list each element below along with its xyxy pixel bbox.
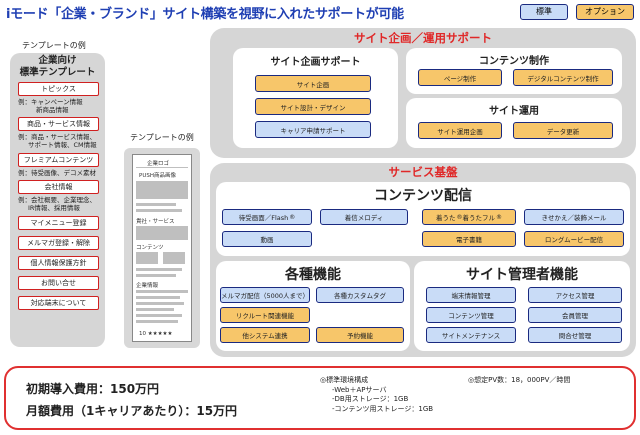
mock-contents: コンテンツ [136, 245, 164, 251]
pricing-panel [4, 366, 636, 430]
option-operation-planning: サイト運用企画 [418, 122, 502, 139]
standard-carrier-application: キャリア申請サポート [255, 121, 371, 138]
template-item-company: 会社情報 [18, 180, 99, 194]
environment-heading: ◎標準環境構成 [320, 376, 369, 384]
template-example-premium: 例：待受画像、デコメ素材 [18, 169, 103, 177]
standard-custom-tags: 各種カスタムタグ [316, 287, 404, 303]
option-chakuuta: 着うた®着うたフル® [422, 209, 516, 225]
environment-spec: ◎標準環境構成 -Web＋APサーバ -DB用ストレージ：1GB -コンテンツ用… [320, 376, 433, 414]
standard-access-management: アクセス管理 [528, 287, 622, 303]
environment-line: -コンテンツ用ストレージ：1GB [332, 404, 434, 413]
registered-mark: ® [456, 213, 463, 221]
option-system-integration: 他システム連携 [220, 327, 310, 343]
option-recruit: リクルート関連機能 [220, 307, 310, 323]
mock-push: PUSH商品画像 [139, 173, 176, 179]
planning-support-title: サイト企画サポート [270, 57, 361, 68]
mock-template-screen: 企業ロゴ PUSH商品画像 貴社・サービス コンテンツ 企業情報 10 ★★★★… [132, 154, 192, 342]
example-line: サポート情報、CM情報 [28, 141, 97, 149]
standard-template-heading: 企業向け 標準テンプレート [10, 55, 105, 79]
service-base-title: サービス基盤 [388, 165, 458, 179]
example-line: 例：商品・サービス情報、 [18, 133, 96, 141]
mock-company: 企業情報 [136, 283, 159, 289]
template-item-mailmag: メルマガ登録・解除 [18, 236, 99, 250]
standard-video: 動画 [222, 231, 312, 247]
standard-device-info: 端末情報管理 [426, 287, 516, 303]
standard-content-management: コンテンツ管理 [426, 307, 516, 323]
pill-label: 着うた [436, 214, 456, 222]
expected-pv: ◎想定PV数：18，000PV／時間 [468, 376, 571, 384]
template-example-label: テンプレートの例 [22, 41, 86, 50]
template-item-topics: トピックス [18, 82, 99, 96]
mock-business: 貴社・サービス [136, 219, 175, 225]
mock-example-label: テンプレートの例 [130, 133, 194, 142]
pill-label-2: 着うたフル [462, 214, 496, 222]
standard-wallpaper-flash: 待受画面／Flash® [222, 209, 312, 225]
option-site-planning: サイト企画 [255, 75, 371, 92]
template-item-devices: 対応端末について [18, 296, 99, 310]
option-long-movie: ロングムービー配信 [524, 231, 624, 247]
example-line: 例：待受画像、デコメ素材 [18, 169, 96, 177]
option-digital-content: デジタルコンテンツ制作 [513, 69, 613, 86]
example-line: 例：キャンペーン情報 [18, 98, 83, 106]
example-line: IR情報、採用情報 [28, 204, 80, 212]
template-item-privacy: 個人情報保護方針 [18, 256, 99, 270]
option-ebook: 電子書籍 [422, 231, 516, 247]
monthly-cost: 月額費用（1キャリアあたり）：15万円 [26, 404, 238, 418]
environment-line: -DB用ストレージ：1GB [332, 395, 409, 403]
pill-label: 着信メロディ [344, 214, 384, 222]
mock-footer: 10 ★★★★★ [139, 331, 173, 337]
registered-mark: ® [496, 213, 502, 221]
template-item-mymenu: マイメニュー登録 [18, 216, 99, 230]
template-example-products: 例：商品・サービス情報、 サポート情報、CM情報 [18, 133, 103, 149]
template-example-company: 例：会社概要、企業理念、 IR情報、採用情報 [18, 196, 103, 212]
standard-mail-magazine: メルマガ配信（5000人まで） [220, 287, 310, 303]
content-production-title: コンテンツ制作 [479, 56, 549, 67]
standard-inquiry-management: 問合せ管理 [528, 327, 622, 343]
pill-label: きせかえ／装飾メール [541, 214, 607, 222]
option-page-production: ページ制作 [418, 69, 502, 86]
admin-functions-title: サイト管理者機能 [466, 267, 578, 283]
mock-logo: 企業ロゴ [147, 161, 170, 167]
option-site-design: サイト設計・デザイン [255, 98, 371, 115]
template-item-premium: フレミアムコンテンツ [18, 153, 99, 167]
standard-member-management: 会員管理 [528, 307, 622, 323]
initial-cost: 初期導入費用：150万円 [26, 382, 160, 396]
template-example-topics: 例：キャンペーン情報 新商品情報 [18, 98, 103, 114]
functions-title: 各種機能 [285, 267, 341, 283]
example-line: 例：会社概要、企業理念、 [18, 196, 96, 204]
template-item-products: 商品・サービス情報 [18, 117, 99, 131]
content-delivery-title: コンテンツ配信 [374, 188, 472, 204]
page-title: iモード「企業・ブランド」サイト構築を視野に入れたサポートが可能 [6, 7, 404, 22]
site-operation-title: サイト運用 [489, 106, 539, 117]
option-reservation: 予約機能 [316, 327, 404, 343]
legend-option: オプション [576, 4, 634, 20]
standard-site-maintenance: サイトメンテナンス [426, 327, 516, 343]
legend-standard: 標準 [520, 4, 568, 20]
standard-kisekae-deco-mail: きせかえ／装飾メール [524, 209, 624, 225]
pill-label: 待受画面／Flash [238, 214, 289, 222]
example-line: 新商品情報 [36, 106, 69, 114]
site-support-title: サイト企画／運用サポート [354, 31, 492, 45]
standard-ringtone: 着信メロディ [320, 209, 408, 225]
option-data-update: データ更新 [513, 122, 613, 139]
template-item-contact: お問い合せ [18, 276, 99, 290]
registered-mark: ® [289, 213, 296, 221]
heading-line-2: 標準テンプレート [19, 67, 96, 78]
heading-line-1: 企業向け [38, 55, 77, 66]
environment-line: -Web＋APサーバ [332, 385, 387, 394]
